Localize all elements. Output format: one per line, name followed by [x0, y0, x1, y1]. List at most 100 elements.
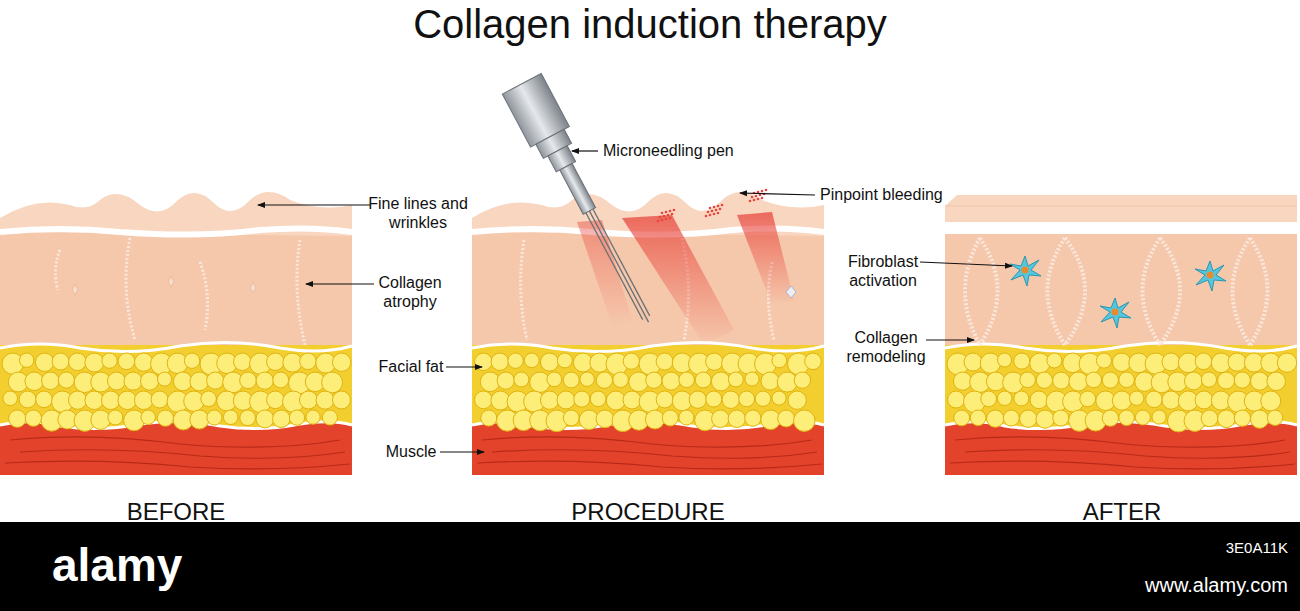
bleeding-dot	[711, 210, 714, 213]
bleeding-dot	[713, 213, 716, 216]
fat-cell	[540, 391, 558, 409]
fat-cell	[151, 391, 168, 408]
fat-cell	[574, 391, 590, 407]
leader-lines	[258, 151, 1012, 452]
after-panel	[945, 195, 1297, 475]
fat-cell	[739, 391, 755, 407]
fat-cell	[1102, 372, 1118, 388]
fat-cell	[1014, 391, 1029, 406]
fat-cell	[1250, 372, 1268, 390]
fat-cell	[953, 372, 971, 390]
fat-cell	[1267, 372, 1286, 391]
fat-cell	[157, 372, 171, 386]
footer-bar	[0, 522, 1300, 611]
fat-cell	[1003, 410, 1019, 426]
fat-cell	[728, 372, 743, 387]
fat-cell	[58, 372, 74, 388]
fat-cell	[679, 372, 695, 388]
bleeding-dot	[667, 214, 670, 217]
fat-cell	[794, 410, 815, 431]
fat-cell	[68, 391, 86, 409]
fat-cell	[306, 410, 320, 424]
bleeding-dot	[669, 210, 672, 213]
fat-cell	[1218, 372, 1235, 389]
fat-cell	[1228, 353, 1246, 371]
fat-cell	[580, 372, 594, 386]
fat-cell	[1119, 372, 1135, 388]
fat-cell	[36, 391, 53, 408]
fat-cell	[623, 391, 641, 409]
fat-cell	[1250, 410, 1268, 428]
fat-cell	[3, 391, 18, 406]
fat-cell	[514, 372, 529, 387]
bleeding-dot	[753, 199, 756, 202]
callout-label: Pinpoint bleeding	[820, 185, 943, 204]
fat-cell	[273, 372, 289, 388]
bleeding-dot	[761, 190, 764, 193]
fat-cell	[1234, 372, 1250, 388]
bleeding-dot	[661, 212, 664, 215]
fat-cell	[118, 391, 137, 410]
bleeding-dot	[709, 214, 712, 217]
fat-cell	[1135, 410, 1150, 425]
fat-cell	[1014, 353, 1030, 369]
bleeding-dot	[721, 204, 724, 207]
title: Collagen induction therapy	[413, 0, 887, 48]
callout-label: Muscle	[386, 442, 437, 461]
fat-cell	[1020, 372, 1036, 388]
watermark: alamy	[52, 538, 182, 593]
fat-cell	[761, 372, 779, 390]
fat-cell	[679, 410, 694, 425]
fat-cell	[613, 372, 629, 388]
fat-cell	[805, 353, 822, 370]
fat-cell	[772, 353, 787, 368]
fat-cell	[25, 410, 41, 426]
fat-cell	[1036, 372, 1052, 388]
fat-cell	[695, 372, 711, 388]
panel-heading: BEFORE	[127, 498, 226, 527]
fat-cell	[9, 410, 26, 427]
fat-cell	[623, 353, 639, 369]
fat-cell	[223, 410, 238, 425]
fat-cell	[1195, 353, 1212, 370]
fat-cell	[190, 372, 209, 391]
fat-cell	[540, 353, 558, 371]
fat-cell	[788, 391, 806, 409]
fat-cell	[596, 372, 612, 388]
bleeding-dot	[671, 213, 674, 216]
fat-cell	[706, 391, 722, 407]
callout-label: Facial fat	[379, 357, 444, 376]
fat-cell	[19, 391, 36, 408]
fat-cell	[987, 410, 1004, 427]
fat-cell	[547, 372, 562, 387]
fat-cell	[267, 353, 284, 370]
fat-cell	[1234, 410, 1250, 426]
bleeding-dot	[749, 200, 752, 203]
fat-cell	[1053, 372, 1070, 389]
fat-cell	[997, 391, 1012, 406]
fat-cell	[52, 353, 69, 370]
fat-cell	[1267, 410, 1282, 425]
fat-cell	[42, 372, 60, 390]
fat-cell	[102, 353, 117, 368]
fat-cell	[596, 410, 614, 428]
fat-cell	[772, 391, 786, 405]
fat-cell	[118, 353, 135, 370]
fat-cell	[332, 353, 350, 371]
fat-cell	[1129, 391, 1143, 405]
fat-cell	[728, 410, 745, 427]
fat-cell	[794, 372, 810, 388]
fat-cell	[656, 391, 673, 408]
fat-cell	[1261, 391, 1281, 411]
bleeding-dot	[755, 195, 758, 198]
watermark: 3E0A11K	[1226, 539, 1288, 557]
fat-cell	[1080, 391, 1096, 407]
fat-cell	[970, 410, 986, 426]
fat-cell	[316, 391, 334, 409]
callout-label: Collagen atrophy	[368, 273, 452, 311]
fat-cell	[497, 372, 514, 389]
fat-cell	[706, 353, 723, 370]
fat-cell	[590, 391, 606, 407]
fat-cell	[646, 372, 662, 388]
before-panel	[0, 192, 352, 475]
